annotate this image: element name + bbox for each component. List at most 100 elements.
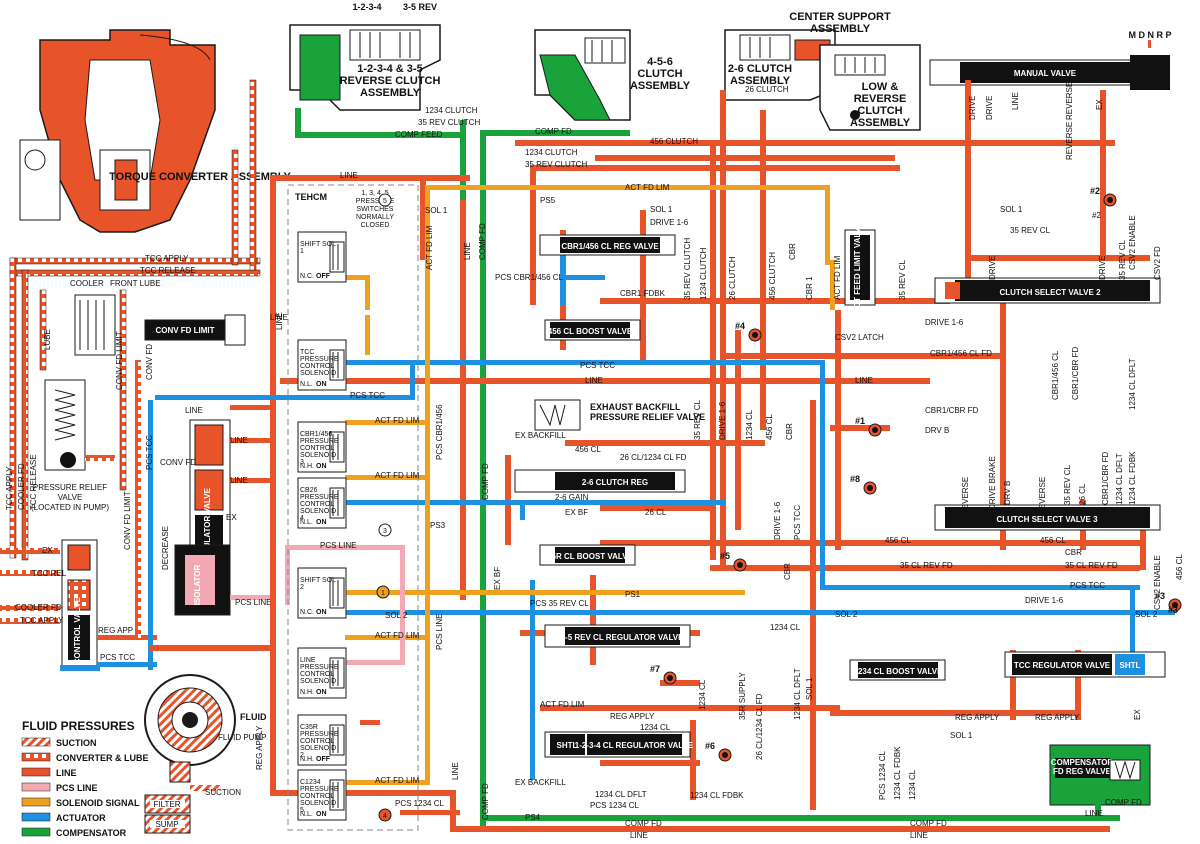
svg-text:1234 CL: 1234 CL [770, 623, 801, 632]
legend-label: SUCTION [56, 738, 97, 748]
legend-title: FLUID PRESSURES [22, 719, 135, 733]
checkball-label: #8 [850, 474, 860, 484]
svg-text:EX BACKFILL: EX BACKFILL [515, 431, 566, 440]
svg-text:CONV FD: CONV FD [145, 344, 154, 380]
svg-text:1234 CL: 1234 CL [745, 409, 754, 440]
legend-item: SOLENOID SIGNAL [21, 797, 140, 808]
solenoid-type: N.C. [300, 273, 314, 280]
svg-text:COMP FD: COMP FD [481, 463, 490, 500]
svg-text:TCC APPLY: TCC APPLY [5, 466, 14, 510]
legend-item: LINE [21, 767, 77, 778]
checkball-label: #6 [705, 741, 715, 751]
svg-text:DRIVE: DRIVE [988, 256, 997, 280]
svg-text:PCS TCC: PCS TCC [100, 653, 135, 662]
svg-text:SOL 1: SOL 1 [650, 205, 673, 214]
svg-text:COMP FD: COMP FD [1105, 798, 1142, 807]
svg-text:2-6 GAIN: 2-6 GAIN [555, 493, 589, 502]
checkball-ball [722, 752, 728, 758]
svg-text:PS3: PS3 [430, 521, 446, 530]
svg-text:ACT FD LIM: ACT FD LIM [375, 416, 420, 425]
cl35-rev-reg-valve: 3-5 REV CL REGULATOR VALVE [544, 624, 691, 648]
solenoid-type: N.L. [300, 519, 313, 526]
svg-text:LINE: LINE [1011, 92, 1020, 110]
legend-item: ACTUATOR [21, 812, 106, 823]
legend-swatch [21, 812, 51, 822]
svg-text:SHTL: SHTL [1120, 661, 1141, 670]
svg-text:DRIVE 1-6: DRIVE 1-6 [650, 218, 689, 227]
svg-text:CBR: CBR [783, 563, 792, 580]
svg-text:LINE: LINE [855, 376, 873, 385]
svg-text:LINE: LINE [630, 831, 648, 840]
legend-label: SOLENOID SIGNAL [56, 798, 140, 808]
svg-text:COMP FD: COMP FD [478, 223, 487, 260]
cl1234-boost-valve: 1234 CL BOOST VALVE [849, 659, 946, 681]
svg-text:DRIVE: DRIVE [985, 96, 994, 120]
checkball-label: #4 [735, 321, 745, 331]
svg-text:3-5 REV CL REGULATOR VALVE: 3-5 REV CL REGULATOR VALVE [561, 633, 684, 642]
svg-text:PCS 1234 CL: PCS 1234 CL [590, 801, 639, 810]
legend-swatch [21, 752, 51, 762]
svg-text:35 REV CLUTCH: 35 REV CLUTCH [683, 238, 692, 300]
svg-text:DRIVE 1-6: DRIVE 1-6 [925, 318, 964, 327]
legend-swatch [21, 767, 51, 777]
checkball-ball [872, 427, 878, 433]
svg-text:EX BF: EX BF [493, 567, 502, 590]
svg-text:35 REV CL: 35 REV CL [1118, 239, 1127, 280]
svg-text:2-6 CLUTCH REG: 2-6 CLUTCH REG [582, 478, 648, 487]
svg-text:PCS 1234 CL: PCS 1234 CL [878, 751, 887, 800]
cooler-label: COOLER [70, 279, 104, 288]
svg-text:DRIVE BRAKE: DRIVE BRAKE [988, 456, 997, 510]
checkball: #6 [705, 741, 732, 762]
svg-text:CBR1/CBR FD: CBR1/CBR FD [1071, 346, 1080, 400]
cooler [39, 289, 127, 491]
clutch-select-valve-3: CLUTCH SELECT VALVE 3 [934, 504, 1161, 531]
svg-text:DECREASE: DECREASE [161, 526, 170, 570]
svg-text:35 CL REV FD: 35 CL REV FD [900, 561, 953, 570]
svg-text:CBR: CBR [1065, 548, 1082, 557]
legend-label: ACTUATOR [56, 813, 106, 823]
clutch-26-reg-valve: 2-6 CLUTCH REG 2-6 GAIN [514, 469, 686, 502]
svg-text:PS5: PS5 [540, 196, 556, 205]
legend-item: COMPENSATOR [21, 827, 127, 838]
svg-text:1: 1 [381, 590, 385, 597]
svg-text:SOL 2: SOL 2 [1135, 610, 1158, 619]
svg-text:COOLER FD: COOLER FD [17, 463, 26, 510]
legend-label: LINE [56, 768, 77, 778]
svg-text:LINE: LINE [230, 476, 248, 485]
tcc-control-valve: TCC CONTROL VALVE [60, 539, 100, 683]
checkball: #4 [735, 321, 762, 342]
svg-text:26 CL: 26 CL [1078, 483, 1087, 505]
solenoid-state: ON [316, 811, 327, 818]
svg-text:TCC REL: TCC REL [32, 569, 67, 578]
cl35r-boost-valve: 35R CL BOOST VALVE [539, 544, 636, 566]
svg-text:CONV FD LIMIT: CONV FD LIMIT [123, 491, 132, 550]
svg-text:35 REV CLUTCH: 35 REV CLUTCH [525, 160, 587, 169]
svg-text:PCS CBR1/456: PCS CBR1/456 [435, 404, 444, 460]
svg-text:1-2-3-4 CL REGULATOR VALVE: 1-2-3-4 CL REGULATOR VALVE [575, 741, 694, 750]
legend-swatch [21, 827, 51, 837]
svg-text:FLUID PUMP: FLUID PUMP [218, 733, 266, 742]
svg-text:CBR 1: CBR 1 [805, 276, 814, 300]
pressure-regulator-valve: PRESSURE REGULATOR VALVE ISOLATOR PCS LI… [174, 419, 271, 616]
svg-text:LINE: LINE [1085, 809, 1103, 818]
svg-text:MANUAL VALVE: MANUAL VALVE [1014, 69, 1077, 78]
legend-swatch [21, 782, 51, 792]
svg-text:35 CL REV FD: 35 CL REV FD [1065, 561, 1118, 570]
svg-text:TCC RELEASE: TCC RELEASE [140, 266, 196, 275]
svg-text:SOL 2: SOL 2 [385, 611, 408, 620]
svg-text:456 CL: 456 CL [765, 414, 774, 440]
checkballs: #1#2#3#4#5#6#7#8 [650, 186, 1182, 762]
svg-text:456 CL: 456 CL [575, 445, 601, 454]
legend-label: CONVERTER & LUBE [56, 753, 149, 763]
svg-text:DRV B: DRV B [925, 426, 949, 435]
svg-text:DRIVE: DRIVE [1098, 256, 1107, 280]
checkball-ball [1107, 197, 1113, 203]
